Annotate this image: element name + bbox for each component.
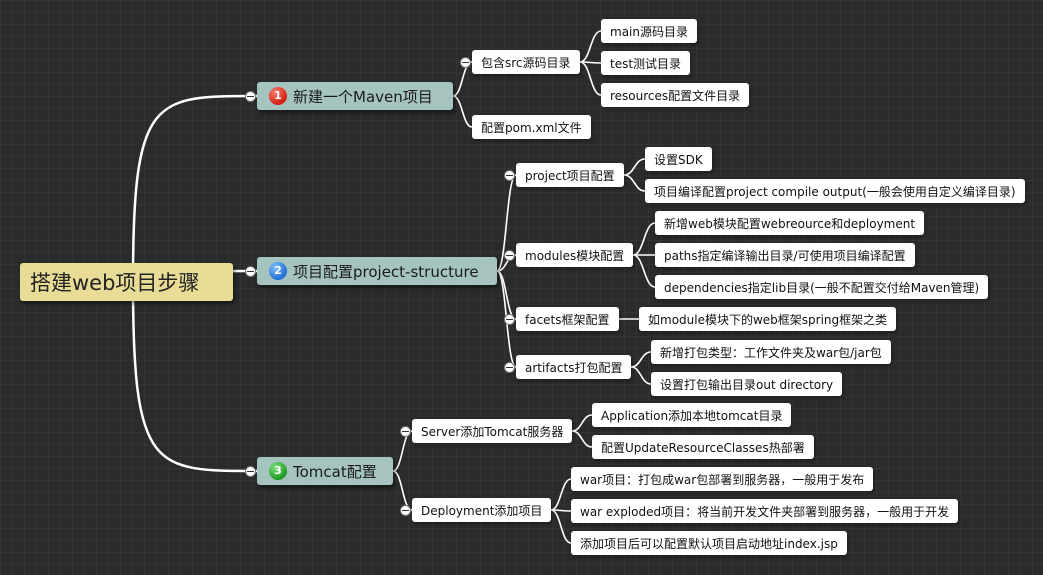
leaf-default-index[interactable]: 添加项目后可以配置默认项目启动地址index.jsp — [571, 531, 847, 555]
leaf-facets-frameworks[interactable]: 如module模块下的web框架spring框架之类 — [639, 307, 897, 331]
leaf-resources-directory[interactable]: resources配置文件目录 — [601, 83, 750, 107]
connector-line — [630, 351, 652, 368]
collapse-toggle-icon[interactable] — [400, 425, 411, 437]
subtopic-pom-config[interactable]: 配置pom.xml文件 — [472, 115, 591, 139]
leaf-label: war项目：打包成war包部署到服务器，一般用于发布 — [580, 473, 865, 487]
subtopic-label: modules模块配置 — [525, 249, 625, 263]
connector-line — [623, 158, 646, 176]
leaf-web-module[interactable]: 新增web模块配置webreource和deployment — [655, 211, 925, 235]
connector-line — [579, 61, 602, 96]
root-topic-label: 搭建web项目步骤 — [30, 271, 200, 295]
collapse-toggle-icon[interactable] — [245, 90, 256, 102]
subtopic-label: facets框架配置 — [525, 313, 610, 327]
connector-line — [571, 430, 593, 448]
leaf-label: 项目编译配置project compile output(一般会使用自定义编译目… — [654, 185, 1016, 199]
leaf-label: 新增web模块配置webreource和deployment — [664, 217, 916, 231]
leaf-artifact-types[interactable]: 新增打包类型：工作文件夹及war包/jar包 — [651, 340, 891, 364]
subtopic-src-directory[interactable]: 包含src源码目录 — [472, 50, 580, 74]
leaf-label: resources配置文件目录 — [610, 89, 741, 103]
connector-line — [623, 174, 646, 192]
leaf-set-sdk[interactable]: 设置SDK — [645, 147, 712, 171]
priority-3-icon: 3 — [269, 462, 287, 480]
connector-line — [550, 478, 572, 511]
subtopic-modules-config[interactable]: modules模块配置 — [516, 243, 634, 267]
leaf-label: test测试目录 — [610, 57, 682, 71]
leaf-test-directory[interactable]: test测试目录 — [601, 51, 691, 75]
leaf-compile-output[interactable]: 项目编译配置project compile output(一般会使用自定义编译目… — [645, 179, 1025, 203]
leaf-label: 设置SDK — [654, 153, 703, 167]
leaf-label: 添加项目后可以配置默认项目启动地址index.jsp — [580, 537, 838, 551]
connector-line — [579, 30, 602, 63]
connector-line — [630, 366, 652, 385]
connector-line — [452, 95, 473, 128]
subtopic-label: project项目配置 — [525, 169, 615, 183]
subtopic-label: 包含src源码目录 — [481, 56, 571, 70]
priority-1-icon: 1 — [269, 87, 287, 105]
connector-line — [131, 94, 258, 283]
subtopic-label: 配置pom.xml文件 — [481, 121, 582, 135]
subtopic-label: artifacts打包配置 — [525, 361, 623, 375]
collapse-toggle-icon[interactable] — [400, 504, 411, 516]
leaf-output-directory[interactable]: 设置打包输出目录out directory — [651, 372, 843, 396]
leaf-war-exploded[interactable]: war exploded项目：将当前开发文件夹部署到服务器，一般用于开发 — [571, 499, 959, 523]
leaf-label: dependencies指定lib目录(一般不配置交付给Maven管理) — [664, 281, 980, 295]
leaf-dependencies[interactable]: dependencies指定lib目录(一般不配置交付给Maven管理) — [655, 275, 989, 299]
leaf-main-directory[interactable]: main源码目录 — [601, 19, 697, 43]
leaf-label: 配置UpdateResourceClasses热部署 — [601, 441, 805, 455]
priority-2-icon: 2 — [269, 262, 287, 280]
connector-line — [392, 470, 413, 511]
leaf-label: Application添加本地tomcat目录 — [601, 409, 783, 423]
connector-line — [632, 222, 656, 256]
leaf-label: paths指定编译输出目录/可使用项目编译配置 — [664, 249, 906, 263]
leaf-label: main源码目录 — [610, 25, 688, 39]
connector-line — [571, 414, 593, 432]
leaf-label: 设置打包输出目录out directory — [660, 378, 834, 392]
topic-new-maven-project[interactable]: 1 新建一个Maven项目 — [257, 82, 453, 110]
root-topic[interactable]: 搭建web项目步骤 — [20, 263, 233, 301]
connector-line — [131, 281, 258, 473]
topic-project-structure[interactable]: 2 项目配置project-structure — [257, 257, 497, 285]
subtopic-facets-config[interactable]: facets框架配置 — [516, 307, 619, 331]
subtopic-deployment[interactable]: Deployment添加项目 — [412, 498, 552, 522]
leaf-paths[interactable]: paths指定编译输出目录/可使用项目编译配置 — [655, 243, 915, 267]
leaf-war-project[interactable]: war项目：打包成war包部署到服务器，一般用于发布 — [571, 467, 874, 491]
leaf-label: 如module模块下的web框架spring框架之类 — [648, 313, 888, 327]
subtopic-server-tomcat[interactable]: Server添加Tomcat服务器 — [412, 419, 573, 443]
collapse-toggle-icon[interactable] — [504, 169, 515, 181]
collapse-toggle-icon[interactable] — [245, 265, 256, 277]
subtopic-label: Server添加Tomcat服务器 — [421, 425, 564, 439]
leaf-local-tomcat[interactable]: Application添加本地tomcat目录 — [592, 403, 792, 427]
subtopic-label: Deployment添加项目 — [421, 504, 543, 518]
subtopic-project-config[interactable]: project项目配置 — [516, 163, 624, 187]
collapse-toggle-icon[interactable] — [504, 313, 515, 325]
topic-label: Tomcat配置 — [293, 463, 377, 481]
collapse-toggle-icon[interactable] — [245, 465, 256, 477]
topic-tomcat-config[interactable]: 3 Tomcat配置 — [257, 457, 393, 485]
connector-line — [632, 254, 656, 288]
collapse-toggle-icon[interactable] — [504, 361, 515, 373]
leaf-label: 新增打包类型：工作文件夹及war包/jar包 — [660, 346, 882, 360]
subtopic-artifacts-config[interactable]: artifacts打包配置 — [516, 355, 632, 379]
collapse-toggle-icon[interactable] — [504, 249, 515, 261]
leaf-label: war exploded项目：将当前开发文件夹部署到服务器，一般用于开发 — [580, 505, 950, 519]
leaf-hot-deploy[interactable]: 配置UpdateResourceClasses热部署 — [592, 435, 814, 459]
collapse-toggle-icon[interactable] — [460, 56, 471, 68]
topic-label: 新建一个Maven项目 — [293, 88, 433, 106]
connector-line — [550, 509, 572, 544]
topic-label: 项目配置project-structure — [293, 263, 479, 281]
connector-line — [392, 430, 413, 472]
